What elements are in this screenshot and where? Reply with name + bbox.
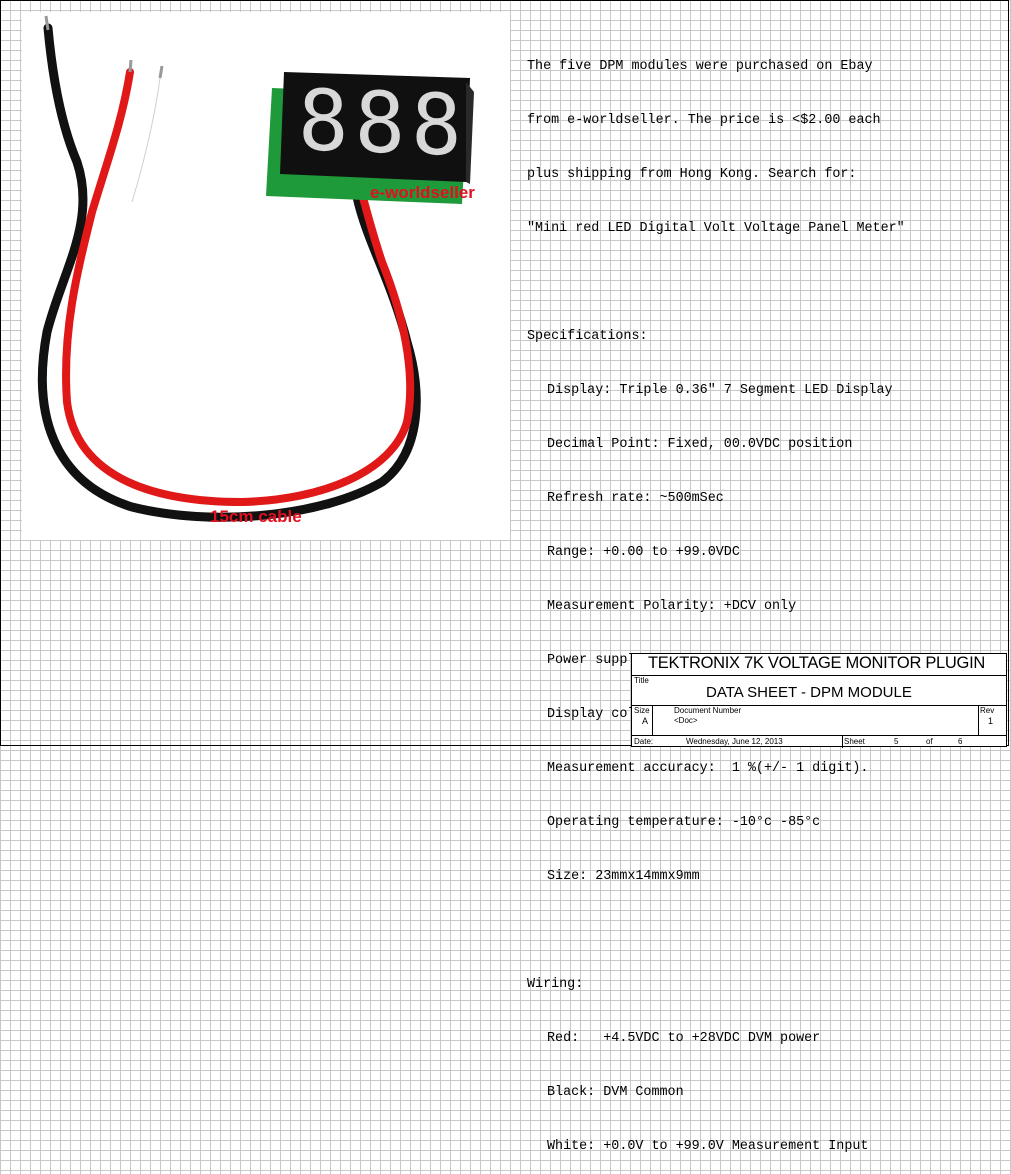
rev-label: Rev xyxy=(980,706,995,715)
spec-line: Size: 23mmx14mmx9mm xyxy=(547,869,700,884)
intro-line: from e-worldseller. The price is <$2.00 … xyxy=(527,113,881,128)
divider xyxy=(652,706,653,735)
dpm-module-illustration xyxy=(37,15,474,522)
title-block-date-row: Date: Wednesday, June 12, 2013 Sheet 5 o… xyxy=(632,736,1006,748)
spec-line: Measurement accuracy: 1 %(+/- 1 digit). xyxy=(547,761,869,776)
black-wire-tip xyxy=(44,15,50,31)
size-value: A xyxy=(642,716,649,726)
title-block-project-row: TEKTRONIX 7K VOLTAGE MONITOR PLUGIN xyxy=(632,654,1006,676)
rev-value: 1 xyxy=(988,716,994,726)
dpm-module-photo: e-worldseller 15cm cable 888 xyxy=(22,12,510,540)
size-label: Size xyxy=(634,706,650,715)
spec-line: Decimal Point: Fixed, 00.0VDC position xyxy=(547,437,853,452)
wiring-line: White: +0.0V to +99.0V Measurement Input xyxy=(547,1139,869,1154)
date-label: Date: xyxy=(634,737,654,746)
spec-line: Measurement Polarity: +DCV only xyxy=(547,599,797,614)
document-number-value: <Doc> xyxy=(674,716,698,725)
specifications-heading: Specifications: xyxy=(527,329,648,344)
sheet-value: 5 xyxy=(894,737,899,746)
divider xyxy=(842,736,843,748)
led-display-digits: 888 xyxy=(298,71,468,175)
spacer xyxy=(527,922,1007,940)
project-name: TEKTRONIX 7K VOLTAGE MONITOR PLUGIN xyxy=(648,654,985,672)
display-side xyxy=(466,82,474,184)
of-value: 6 xyxy=(958,737,963,746)
white-wire-outline xyxy=(131,77,161,203)
spec-line: Refresh rate: ~500mSec xyxy=(547,491,724,506)
title-label: Title xyxy=(634,676,649,685)
title-block: TEKTRONIX 7K VOLTAGE MONITOR PLUGIN Titl… xyxy=(631,653,1007,748)
sheet-label: Sheet xyxy=(844,737,865,746)
intro-line: plus shipping from Hong Kong. Search for… xyxy=(527,167,857,182)
document-title: DATA SHEET - DPM MODULE xyxy=(706,684,912,701)
seller-label: e-worldseller xyxy=(370,183,475,202)
display-body xyxy=(280,72,470,182)
white-wire-tip xyxy=(158,65,164,79)
spacer xyxy=(527,274,1007,292)
sheet-border xyxy=(0,0,1009,746)
wiring-line: Red: +4.5VDC to +28VDC DVM power xyxy=(547,1031,821,1046)
white-wire xyxy=(128,74,164,206)
spec-line: Range: +0.00 to +99.0VDC xyxy=(547,545,740,560)
title-block-doc-row: Size A Document Number <Doc> Rev 1 xyxy=(632,706,1006,736)
spec-line: Operating temperature: -10°c -85°c xyxy=(547,815,821,830)
module-description: The five DPM modules were purchased on E… xyxy=(527,22,1007,1174)
cable-length-label: 15cm cable xyxy=(210,507,302,526)
intro-line: "Mini red LED Digital Volt Voltage Panel… xyxy=(527,221,905,236)
wiring-line: Black: DVM Common xyxy=(547,1085,684,1100)
date-value: Wednesday, June 12, 2013 xyxy=(686,737,783,746)
red-wire xyxy=(62,68,415,507)
title-block-title-row: Title DATA SHEET - DPM MODULE xyxy=(632,676,1006,706)
red-wire-tip xyxy=(128,59,133,73)
wiring-heading: Wiring: xyxy=(527,977,584,992)
spec-line: Display: Triple 0.36" 7 Segment LED Disp… xyxy=(547,383,893,398)
document-number-label: Document Number xyxy=(674,706,742,715)
divider xyxy=(978,706,979,735)
intro-line: The five DPM modules were purchased on E… xyxy=(527,59,873,74)
of-label: of xyxy=(926,737,933,746)
